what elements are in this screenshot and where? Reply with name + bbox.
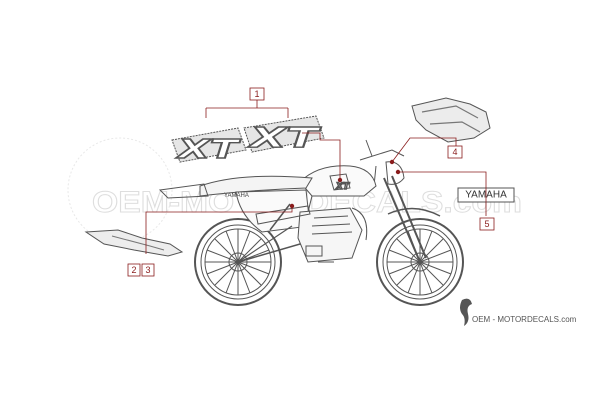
shroud-decal — [411, 97, 491, 143]
callout-5: 5 — [479, 217, 495, 231]
tank-xt-mark: XT — [335, 182, 350, 192]
callout-2-label: 2 — [131, 265, 136, 275]
callout-4-label: 4 — [452, 147, 457, 157]
leader-lines — [145, 100, 487, 254]
leader-dots — [289, 159, 401, 209]
xt-decal-left: XT — [171, 127, 247, 166]
xt-letters-right: XT — [247, 121, 322, 154]
side-panel-decal — [84, 229, 184, 257]
callout-1: 1 — [249, 87, 265, 101]
callout-1-label: 1 — [254, 89, 259, 99]
callout-3: 3 — [141, 263, 155, 277]
callout-5-label: 5 — [484, 219, 489, 229]
xt-decal-right: XT — [243, 115, 325, 155]
callout-2: 2 — [127, 263, 141, 277]
callout-3-label: 3 — [145, 265, 150, 275]
callout-4: 4 — [447, 145, 463, 159]
tank-yamaha-text: YAMAHA — [224, 193, 249, 199]
xt-letters-left: XT — [175, 135, 242, 165]
seahorse-logo-icon — [460, 298, 472, 326]
footer-brand: OEM - MOTORDECALS.com — [472, 315, 577, 324]
